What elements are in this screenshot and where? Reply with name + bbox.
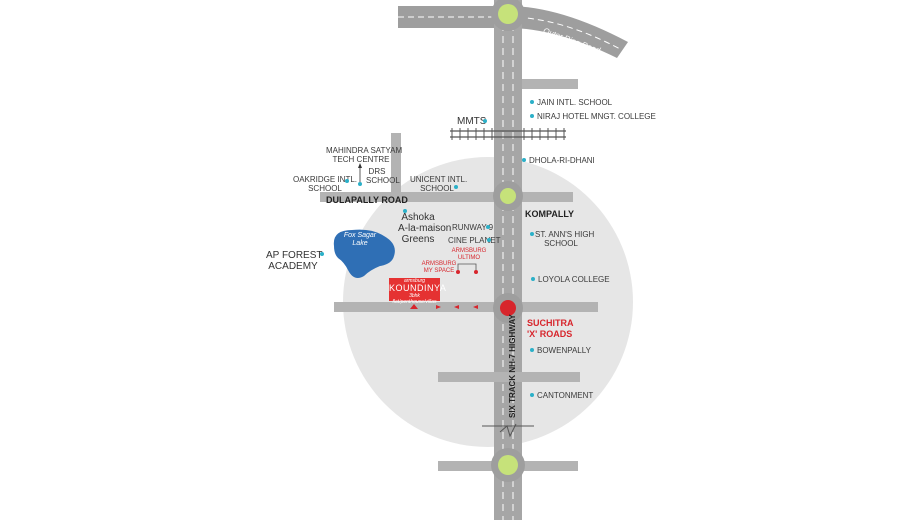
road-kompally-east: [522, 192, 573, 202]
landmark-runway: RUNWAY-9: [452, 223, 494, 232]
marker-dot-red: [474, 270, 478, 274]
landmark-niraj: NIRAJ HOTEL MNGT. COLLEGE: [537, 112, 656, 121]
marker-dot: [531, 277, 535, 281]
highway-road: [494, 0, 522, 520]
suchitra-label: SUCHITRA: [527, 318, 574, 328]
marker-dot: [358, 182, 362, 186]
landmark-cine: CINE PLANET: [448, 236, 501, 245]
kompally-label: KOMPALLY: [525, 209, 575, 219]
marker-dot: [530, 393, 534, 397]
road-bowenpally: [438, 372, 580, 382]
marker-dot: [487, 238, 491, 242]
project-name: KOUNDINYA: [389, 283, 447, 293]
pointer-armsburg: [457, 263, 477, 270]
suchitra-road: [334, 302, 598, 312]
highway-break-zigzag: [499, 423, 517, 438]
marker-dot: [522, 158, 526, 162]
marker-dot: [345, 179, 349, 183]
junction-bottom-inner: [498, 455, 518, 475]
marker-dot: [483, 119, 487, 123]
arrow-marker: [436, 305, 441, 309]
landmark-unicent: UNICENT INTL.SCHOOL: [410, 175, 468, 193]
marker-dot: [530, 114, 534, 118]
junction-top-inner: [498, 4, 518, 24]
marker-dot: [530, 232, 534, 236]
landmark-mmts: MMTS: [457, 116, 487, 127]
suchitra-label-2: 'X' ROADS: [527, 329, 573, 339]
marker-dot: [486, 225, 490, 229]
arrow-marker: [410, 304, 418, 309]
road-jain: [522, 79, 578, 89]
dulapally-road-label: DULAPALLY ROAD: [326, 195, 408, 205]
marker-dot-red: [456, 270, 460, 274]
marker-dot: [530, 348, 534, 352]
landmark-jain: JAIN INTL. SCHOOL: [537, 98, 613, 107]
outer-ring-road: [398, 6, 628, 58]
junction-kompally-inner: [500, 188, 516, 204]
marker-dot: [530, 100, 534, 104]
road-mahindra-vertical: [391, 133, 401, 192]
project-brand: armsburg: [403, 278, 426, 284]
landmark-bowenpally: BOWENPALLY: [537, 346, 591, 355]
landmark-oakridge: OAKRIDGE INTL.SCHOOL: [292, 175, 357, 193]
dulapally-road: [320, 192, 494, 202]
marker-dot: [320, 252, 324, 256]
pointer-arrow: [358, 163, 362, 168]
project-koundinya-box: armsburg KOUNDINYA 3bhk flat/penthouse/v…: [389, 278, 447, 305]
fox-sagar-lake: [333, 229, 395, 278]
arrow-marker: [473, 305, 478, 309]
arrow-marker: [454, 305, 459, 309]
marker-dot: [454, 185, 458, 189]
railway-sleepers: [451, 128, 565, 140]
landmark-cantonment: CANTONMENT: [537, 391, 594, 400]
landmark-loyola: LOYOLA COLLEGE: [538, 275, 610, 284]
marker-dot: [403, 209, 407, 213]
landmark-dhola: DHOLA-RI-DHANI: [529, 156, 595, 165]
highway-label: SIX TRACK NH-7 HIGHWAY: [508, 314, 517, 418]
junction-suchitra-inner: [500, 300, 516, 316]
project-tagline: 3bhk flat/penthouse/villas: [392, 293, 437, 305]
